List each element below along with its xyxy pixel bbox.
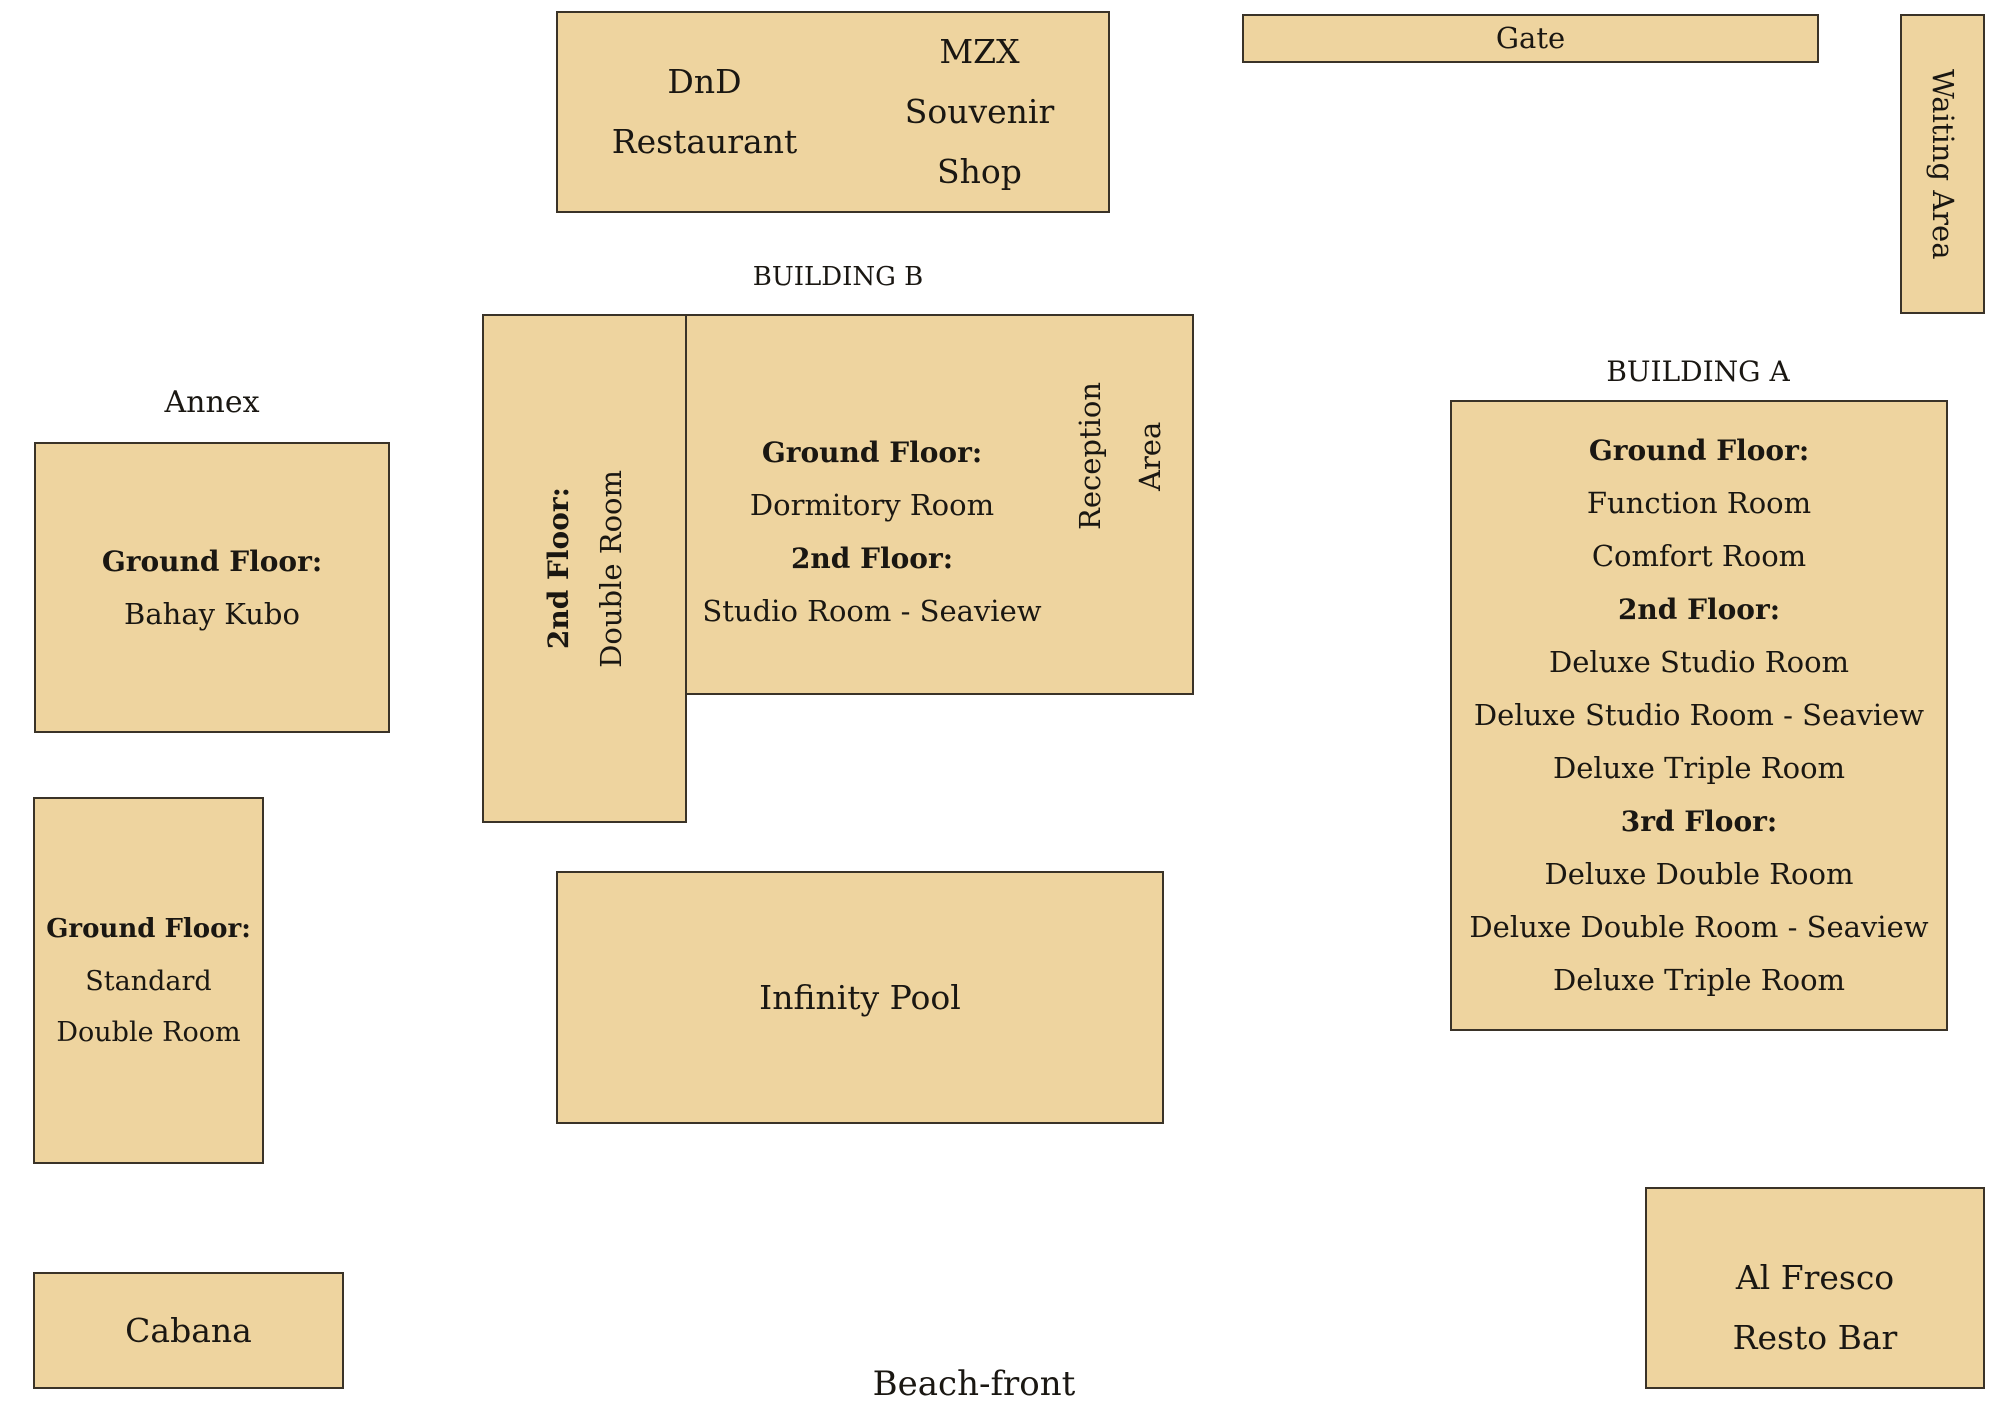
- annex-room: Bahay Kubo: [124, 596, 300, 631]
- building-a-label: BUILDING A: [1606, 355, 1790, 388]
- standard-line1: Standard: [85, 966, 212, 997]
- infinity-pool-label: Infinity Pool: [759, 977, 961, 1017]
- reception-line1: Reception: [1073, 381, 1107, 531]
- mzx-line2: Souvenir: [904, 92, 1055, 131]
- building-a-room: Deluxe Triple Room: [1552, 963, 1846, 997]
- waiting-area-label: Waiting Area: [1926, 68, 1960, 260]
- building-a-floor: 3rd Floor:: [1620, 805, 1778, 838]
- building-a-room: Deluxe Double Room - Seaview: [1469, 910, 1929, 944]
- dnd-line2: Restaurant: [611, 122, 798, 161]
- building-a: Ground Floor: Function Room Comfort Room…: [1450, 400, 1948, 1031]
- building-a-room: Deluxe Studio Room - Seaview: [1473, 698, 1925, 732]
- building-b-side-room: Double Room: [593, 469, 628, 668]
- annex-floor: Ground Floor:: [101, 544, 323, 578]
- mzx-souvenir-shop: MZX Souvenir Shop: [905, 22, 1054, 202]
- beachfront-label: Beach-front: [872, 1364, 1076, 1404]
- dnd-line1: DnD: [667, 62, 742, 101]
- reception-area: Reception Area: [1060, 356, 1180, 556]
- reception-line2: Area: [1133, 421, 1167, 491]
- waiting-area: Waiting Area: [1900, 14, 1985, 314]
- gate-label: Gate: [1495, 21, 1566, 55]
- annex-label: Annex: [164, 385, 260, 420]
- standard-line2: Double Room: [56, 1017, 241, 1048]
- dnd-restaurant: DnD Restaurant: [612, 52, 797, 172]
- alfresco-line1: Al Fresco: [1735, 1258, 1895, 1297]
- building-a-room: Comfort Room: [1591, 539, 1807, 573]
- building-b-side-floor: 2nd Floor:: [541, 487, 575, 650]
- standard-double-room: Ground Floor: Standard Double Room: [33, 797, 264, 1164]
- building-a-room: Function Room: [1586, 486, 1812, 520]
- dnd-mzx-building: DnD Restaurant MZX Souvenir Shop: [556, 11, 1110, 213]
- annex: Ground Floor: Bahay Kubo: [34, 442, 390, 733]
- building-b-side: 2nd Floor: Double Room: [482, 314, 687, 823]
- standard-floor: Ground Floor:: [46, 914, 251, 944]
- infinity-pool: Infinity Pool: [556, 871, 1164, 1124]
- building-b-main: Ground Floor: Dormitory Room 2nd Floor: …: [685, 314, 1194, 695]
- al-fresco-resto-bar: Al Fresco Resto Bar: [1645, 1187, 1985, 1389]
- building-b-ground-room: Dormitory Room: [749, 488, 995, 522]
- mzx-line1: MZX: [939, 32, 1020, 71]
- building-a-room: Deluxe Studio Room: [1548, 645, 1850, 679]
- alfresco-line2: Resto Bar: [1732, 1318, 1898, 1357]
- building-b-second-floor: 2nd Floor:: [790, 542, 954, 575]
- building-a-room: Deluxe Triple Room: [1552, 751, 1846, 785]
- building-a-room: Deluxe Double Room: [1544, 857, 1854, 891]
- cabana-label: Cabana: [125, 1310, 252, 1350]
- building-b-second-room: Studio Room - Seaview: [702, 594, 1042, 628]
- building-b-ground-floor: Ground Floor:: [761, 436, 983, 469]
- cabana: Cabana: [33, 1272, 344, 1389]
- building-b-label: BUILDING B: [752, 262, 924, 292]
- building-a-floor: Ground Floor:: [1588, 434, 1810, 467]
- gate: Gate: [1242, 14, 1819, 63]
- building-a-floor: 2nd Floor:: [1617, 593, 1781, 626]
- mzx-line3: Shop: [937, 152, 1022, 191]
